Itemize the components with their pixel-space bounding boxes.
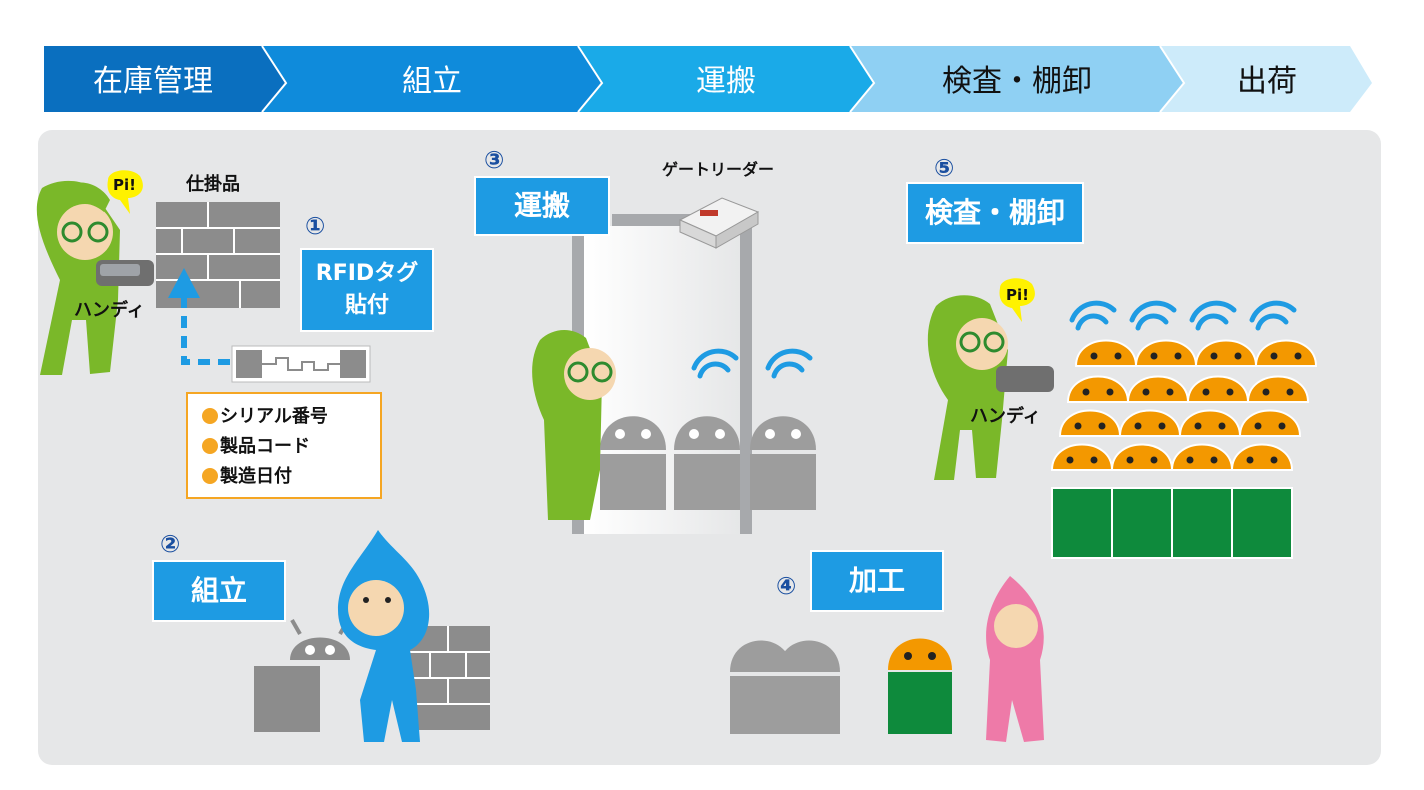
step-number-3: ③ [484,146,504,174]
inventory-robot-eye [1263,389,1270,396]
inventory-robot-eye [1115,353,1122,360]
blue-worker [338,530,429,742]
green-worker-1 [37,170,154,375]
inventory-robot-eye [1083,389,1090,396]
inventory-robot-eye [1219,423,1226,430]
handy-label-2: ハンディ [970,402,1041,428]
inventory-robot-head [1052,445,1112,471]
inventory-robot-eye [1279,423,1286,430]
assembly-box [254,666,320,732]
inventory-robot-eye [1247,457,1254,464]
info-item-serial: シリアル番号 [202,402,328,428]
inventory-robot-eye [1271,457,1278,464]
tag-rfid-attach: RFIDタグ 貼付 [300,248,434,332]
wifi-icons-inventory [1072,303,1294,328]
inventory-robot-eye [1203,389,1210,396]
inventory-robot-head [1172,445,1232,471]
rfid-tag-icon [232,346,370,382]
tag-processing: 加工 [810,550,944,612]
inventory-robot-body [1052,488,1112,558]
inventory-robot-eye [1099,423,1106,430]
inventory-robot-head [1112,445,1172,471]
inventory-robot-eye [1295,353,1302,360]
inventory-robot-head [1136,341,1196,367]
step-number-2: ② [160,530,180,558]
inventory-robot-eye [1287,389,1294,396]
inventory-robot-eye [1211,353,1218,360]
processing-colored-robot [888,639,952,735]
inventory-robot-eye [1075,423,1082,430]
green-worker-3 [928,278,1054,480]
info-item-product-code: 製品コード [202,432,310,458]
inventory-robot-head [1120,411,1180,437]
inventory-robot-eye [1271,353,1278,360]
inventory-robot-body [1112,488,1172,558]
inventory-robot-eye [1227,389,1234,396]
tag-info-box: シリアル番号 製品コード 製造日付 [186,392,382,499]
step-number-4: ④ [776,572,796,600]
inventory-robot-head [1180,411,1240,437]
wip-label: 仕掛品 [186,170,240,196]
inventory-robot-eye [1151,353,1158,360]
inventory-robot-eye [1127,457,1134,464]
inventory-robot-head [1060,411,1120,437]
inventory-robot-head [1240,411,1300,437]
inventory-robot-eye [1159,423,1166,430]
inventory-robot-head [1076,341,1136,367]
step-number-1: ① [305,212,325,240]
inventory-robot-eye [1135,423,1142,430]
transport-robots [600,416,816,510]
bullet-dot-icon [202,468,218,484]
tag-rfid-line1: RFIDタグ [302,258,432,290]
inventory-robot-head [1196,341,1256,367]
inventory-robot-eye [1195,423,1202,430]
inventory-robot-eye [1167,389,1174,396]
inventory-robot-eye [1107,389,1114,396]
inventory-robot-eye [1235,353,1242,360]
inventory-robot-eye [1211,457,1218,464]
step-number-5: ⑤ [934,154,954,182]
inventory-robot-head [1256,341,1316,367]
inventory-robot-head [1248,377,1308,403]
inventory-robot-eye [1143,389,1150,396]
inventory-robot-eye [1255,423,1262,430]
processing-gray-robots [730,641,840,735]
inventory-robot-eye [1091,457,1098,464]
inventory-robot-eye [1091,353,1098,360]
handy-label-1: ハンディ [74,296,145,322]
inventory-robot-body [1172,488,1232,558]
inventory-robot-eye [1175,353,1182,360]
inventory-robot-head [1128,377,1188,403]
inventory-robot-body [1232,488,1292,558]
gate-reader-label: ゲートリーダー [662,156,774,180]
inventory-robot-eye [1187,457,1194,464]
info-item-date: 製造日付 [202,462,292,488]
inventory-robot-head [1068,377,1128,403]
beep-bubble-text-2: Pi! [1006,286,1029,304]
inventory-robot-eye [1067,457,1074,464]
tag-inspection: 検査・棚卸 [906,182,1084,244]
inventory-robot-head [1188,377,1248,403]
tag-rfid-line2: 貼付 [302,290,432,322]
beep-bubble-text-1: Pi! [113,176,136,194]
inventory-robot-grid [1052,341,1316,559]
inventory-robot-eye [1151,457,1158,464]
tag-transport: 運搬 [474,176,610,236]
tag-assembly: 組立 [152,560,286,622]
pink-worker [986,576,1044,742]
bullet-dot-icon [202,438,218,454]
bullet-dot-icon [202,408,218,424]
inventory-robot-head [1232,445,1292,471]
